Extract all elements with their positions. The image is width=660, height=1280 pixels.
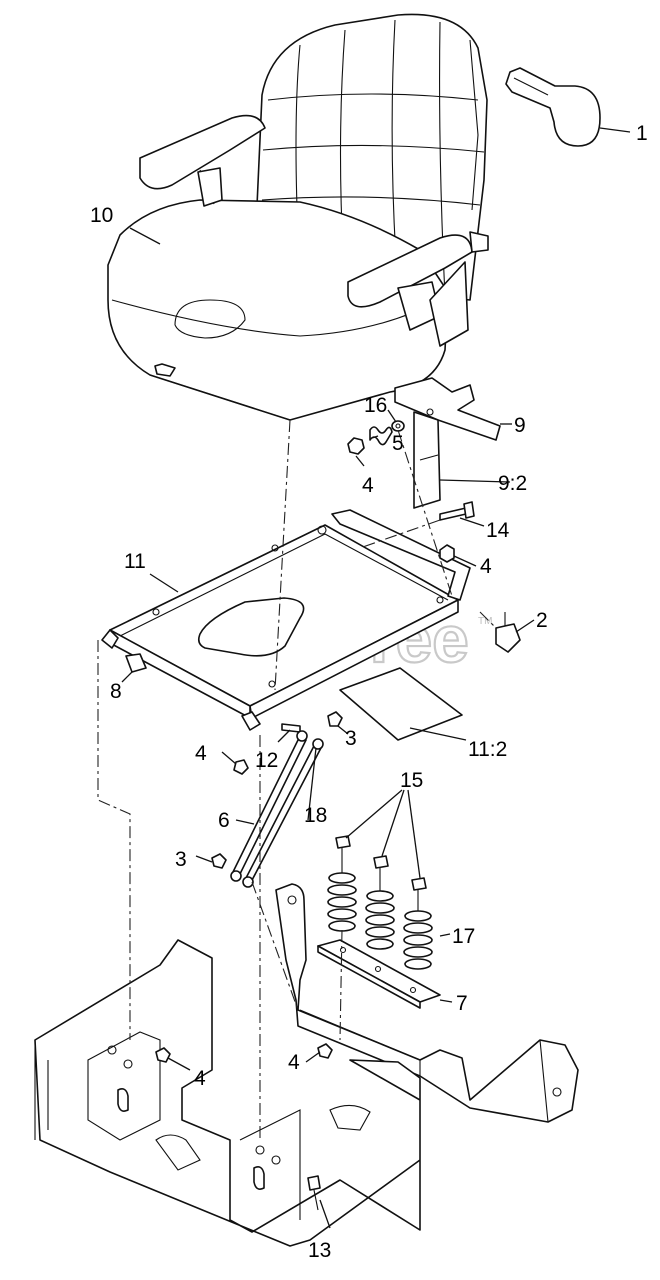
part-17-springs[interactable] xyxy=(327,872,433,970)
callout-6[interactable]: 6 xyxy=(218,809,230,832)
callout-4-chassis[interactable]: 4 xyxy=(194,1067,206,1090)
callout-9-2[interactable]: 9:2 xyxy=(498,472,527,495)
callout-10[interactable]: 10 xyxy=(90,204,113,227)
part-7-spring-plate[interactable] xyxy=(317,939,441,1009)
callout-5[interactable]: 5 xyxy=(392,432,404,455)
part-16-washer[interactable] xyxy=(391,420,405,432)
callout-labels: 1 2 3 3 4 4 4 4 4 5 6 7 8 9 9:2 10 11 11… xyxy=(90,122,648,1262)
callout-16[interactable]: 16 xyxy=(364,394,387,417)
callout-11[interactable]: 11 xyxy=(124,550,146,573)
part-10-seat[interactable] xyxy=(107,13,489,421)
callout-2[interactable]: 2 xyxy=(536,609,548,632)
part-8-bolt[interactable] xyxy=(125,653,147,673)
callout-3-upper[interactable]: 3 xyxy=(345,727,357,750)
part-4-nut-upper[interactable] xyxy=(347,437,365,455)
callout-4-plate[interactable]: 4 xyxy=(480,555,492,578)
chassis-frame[interactable] xyxy=(34,939,421,1247)
part-18-link[interactable] xyxy=(242,738,324,888)
part-11-mounting-plate[interactable] xyxy=(101,509,471,731)
part-6-support-rod[interactable] xyxy=(230,730,308,882)
callout-9[interactable]: 9 xyxy=(514,414,526,437)
part-4-nut-lower-left[interactable] xyxy=(233,759,249,775)
callout-8[interactable]: 8 xyxy=(110,680,122,703)
part-11-2-decal[interactable] xyxy=(339,667,463,741)
callout-1[interactable]: 1 xyxy=(636,122,648,145)
part-4-nut-right[interactable] xyxy=(439,544,455,563)
part-14-bolt[interactable] xyxy=(439,501,475,521)
part-4-nut-bracket[interactable] xyxy=(317,1043,333,1059)
callout-7[interactable]: 7 xyxy=(456,992,468,1015)
part-1-key-tag[interactable] xyxy=(505,67,601,147)
callout-17[interactable]: 17 xyxy=(452,925,475,948)
watermark-trademark: TM xyxy=(478,616,492,627)
leader-lines xyxy=(121,127,631,1229)
callout-18[interactable]: 18 xyxy=(304,804,327,827)
part-9-bracket[interactable] xyxy=(394,377,501,509)
callout-3-lower[interactable]: 3 xyxy=(175,848,187,871)
callout-4-upper[interactable]: 4 xyxy=(362,474,374,497)
part-5-spring[interactable] xyxy=(369,426,393,446)
callout-15[interactable]: 15 xyxy=(400,769,423,792)
part-13-bolt[interactable] xyxy=(307,1175,321,1211)
callout-4-bracket[interactable]: 4 xyxy=(288,1051,300,1074)
callout-14[interactable]: 14 xyxy=(486,519,510,542)
alignment-lines xyxy=(97,419,497,1140)
callout-13[interactable]: 13 xyxy=(308,1239,331,1262)
callout-12[interactable]: 12 xyxy=(255,749,278,772)
callout-11-2[interactable]: 11:2 xyxy=(468,738,507,761)
part-15-bolts[interactable] xyxy=(335,835,427,912)
part-12-bolt[interactable] xyxy=(281,723,301,733)
part-3-nut-upper[interactable] xyxy=(327,711,343,727)
part-2-bumper[interactable] xyxy=(495,612,521,653)
callout-4-under-plate[interactable]: 4 xyxy=(195,742,207,765)
part-3-nut-lower[interactable] xyxy=(211,853,227,869)
